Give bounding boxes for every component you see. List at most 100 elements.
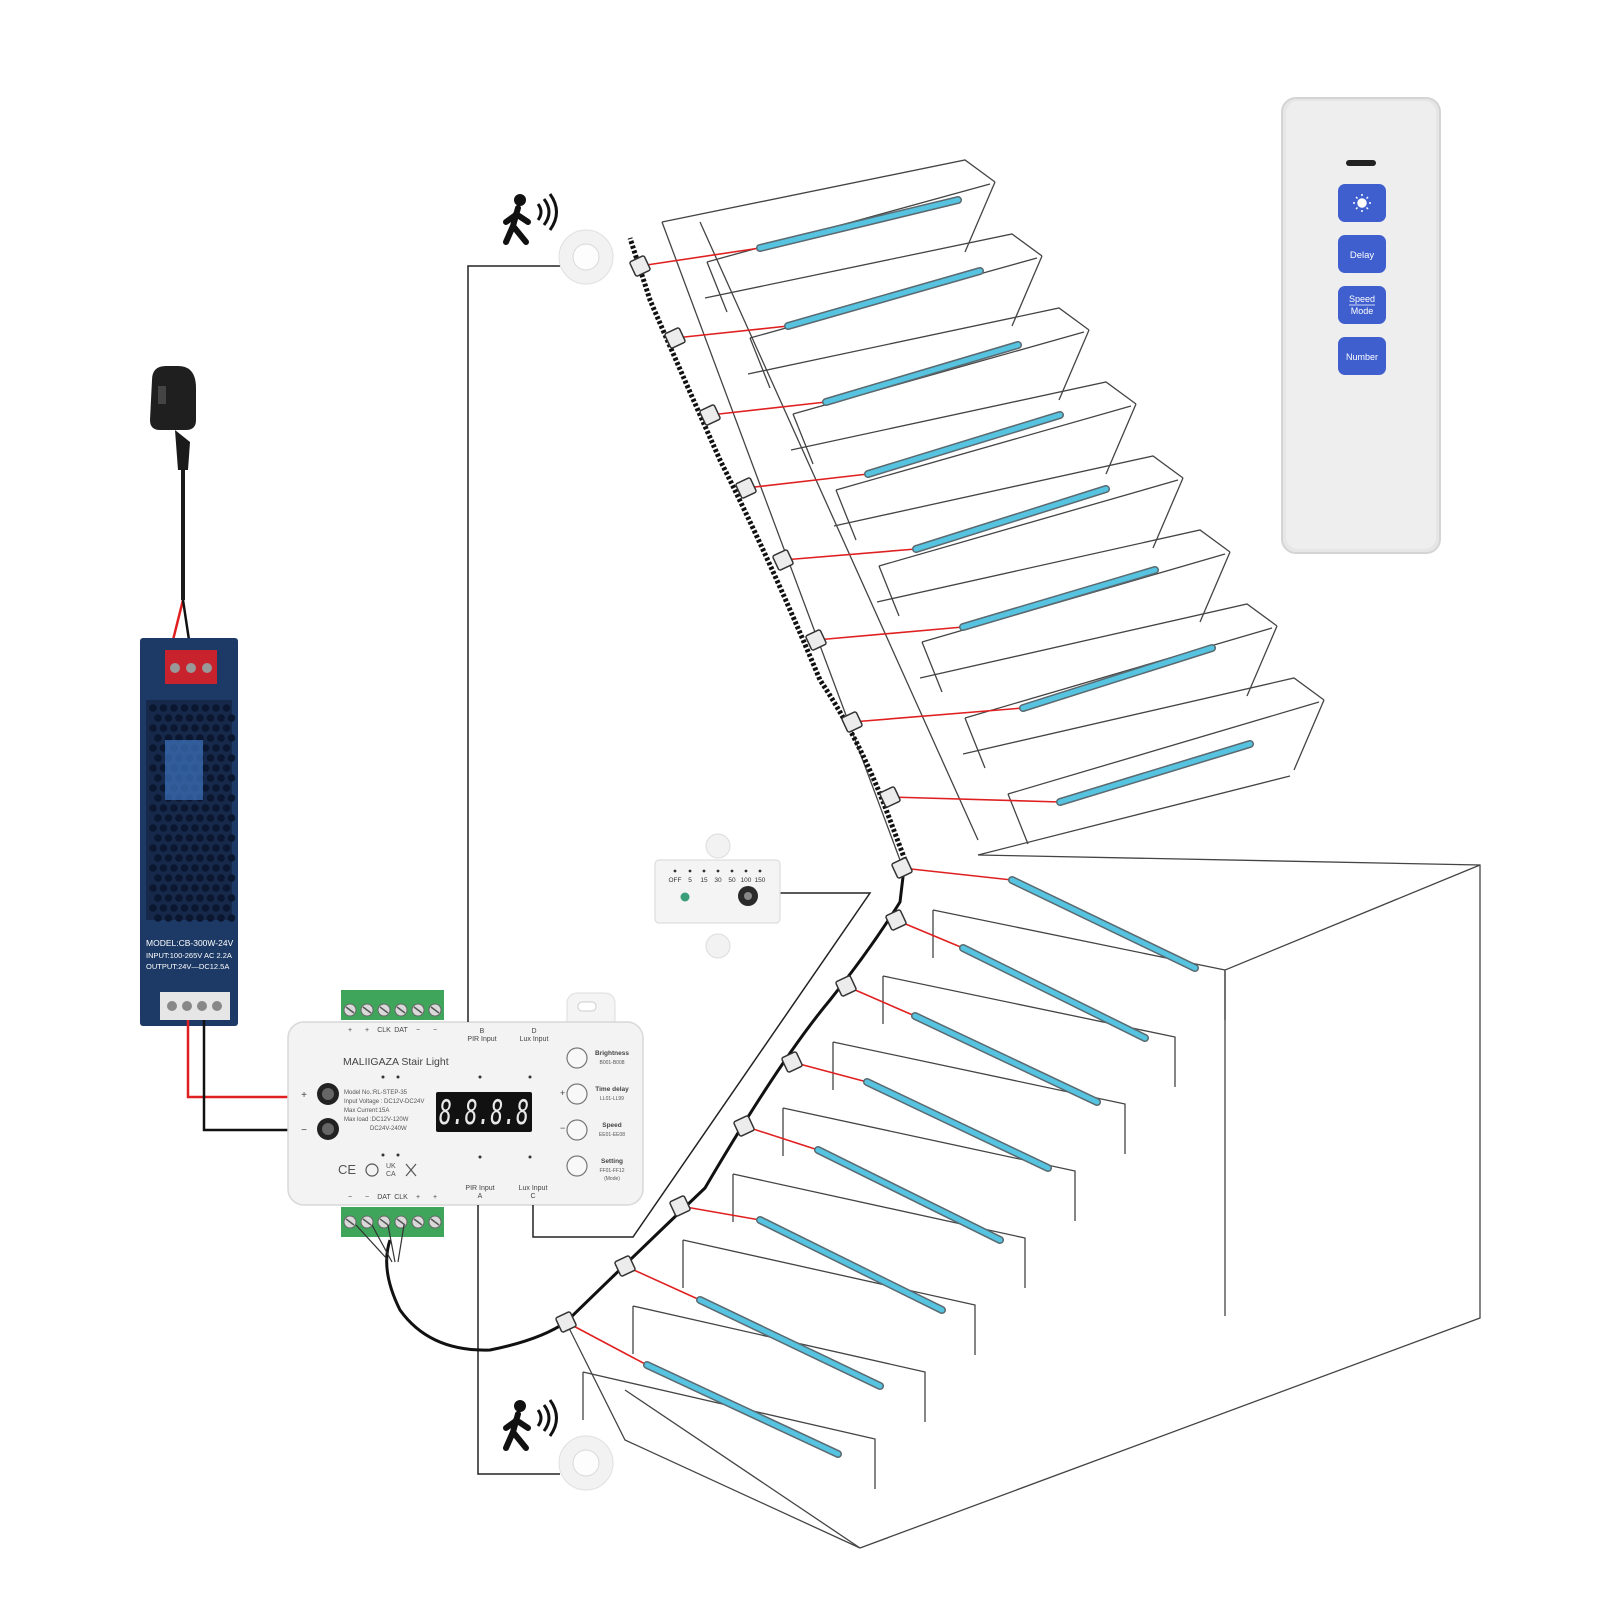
upper-side-edge [1246,625,1278,697]
grille-hole [149,904,157,912]
grille-hole [185,734,194,742]
walking-person-signal-icon [503,1399,558,1451]
grille-hole [222,824,231,832]
grille-hole [159,844,168,852]
grille-hole [227,754,236,762]
grille-hole [154,734,162,742]
upper-riser-edge [1007,701,1320,795]
grille-hole [227,734,236,742]
controller-spec-load-2: DC24V-240W [370,1126,407,1132]
sun-icon [1353,194,1371,212]
remote-mode-label: Mode [1351,306,1374,316]
controller-button-range: FF01-FF12 [599,1168,624,1174]
grille-hole [149,724,157,732]
grille-hole [180,804,189,812]
grille-hole [159,704,168,712]
strip-wire [815,626,964,641]
controller-spec-load-1: Max load :DC12V-120W [344,1117,409,1123]
grille-hole [222,764,231,772]
strip-connector [733,1115,755,1137]
scale-dot [730,869,734,873]
led-strip [913,486,1109,552]
grille-hole [191,864,199,872]
light-sensor-scale-label: OFF [669,877,682,884]
light-sensor-scale-label: 5 [688,877,692,884]
terminal-label: − [365,1194,369,1201]
led-strips [643,196,1254,1458]
upper-side-edge [964,181,996,253]
grille-hole [159,804,168,812]
terminal-label: + [348,1027,352,1034]
upper-riser-edge [835,405,1132,491]
strip-wire [901,867,1013,881]
grille-hole [222,884,231,892]
grille-hole [170,904,178,912]
strip-wire [782,548,917,561]
grille-hole [196,734,204,742]
grille-hole [170,844,178,852]
led-strip [757,1217,945,1313]
strip-connector [885,909,907,931]
strip-connector [614,1255,636,1277]
controller-to-stairs-cable [385,1239,567,1352]
uk-plug-icon [150,366,196,600]
grille-hole [212,804,220,812]
grille-hole [206,754,215,762]
pir-sensor-bottom [558,1435,614,1491]
upper-tread-edge [790,381,1137,451]
grille-hole [159,884,168,892]
grille-hole [175,834,183,842]
grille-hole [149,804,157,812]
led-strip [864,1079,1051,1171]
lower-tread-edge [732,1173,1026,1288]
grille-hole [212,904,220,912]
remote-sun-button[interactable] [1338,184,1386,222]
terminal-label: − [348,1194,352,1201]
controller-adjust-symbol: + [560,1088,565,1098]
grille-hole [227,854,236,862]
grille-hole [185,914,194,922]
landing-outline [859,854,1481,1549]
grille-hole [217,834,225,842]
scale-dot [744,869,748,873]
grille-hole [206,894,215,902]
grille-hole [212,744,220,752]
remote-number-button[interactable]: Number [1338,337,1386,375]
grille-hole [222,844,231,852]
stair-cable-spine-lower [564,859,907,1324]
upper-side-edge [1152,477,1184,549]
grille-hole [217,894,225,902]
led-strip [912,1013,1100,1105]
weee-bin-icon [405,1163,417,1177]
grille-hole [217,734,225,742]
grille-hole [212,784,220,792]
grille-hole [149,784,157,792]
strip-connector [629,255,651,277]
controller-button-label: Time delay [595,1086,629,1093]
led-strip [785,268,983,329]
controller-button-range: EE01-EE08 [599,1132,625,1138]
controller-pir-input-a: PIR Input [465,1185,494,1192]
strip-wire [743,1125,819,1151]
strip-connector [555,1311,577,1333]
light-sensor-dial[interactable] [738,886,758,906]
controller-button-label: Setting [601,1158,623,1165]
grille-hole [196,714,204,722]
grille-hole [185,714,194,722]
grille-hole [154,854,162,862]
grille-hole [222,904,231,912]
grille-hole [196,894,204,902]
lower-tread-edge [932,909,1226,1020]
remote-speed-mode-button[interactable]: Speed Mode [1338,286,1386,324]
strip-wire [624,1265,701,1301]
terminal-label: CLK [394,1194,408,1201]
controller-adjust-symbol: − [560,1123,565,1133]
grille-hole [196,874,204,882]
grille-hole [170,704,178,712]
remote-delay-button[interactable]: Delay [1338,235,1386,273]
